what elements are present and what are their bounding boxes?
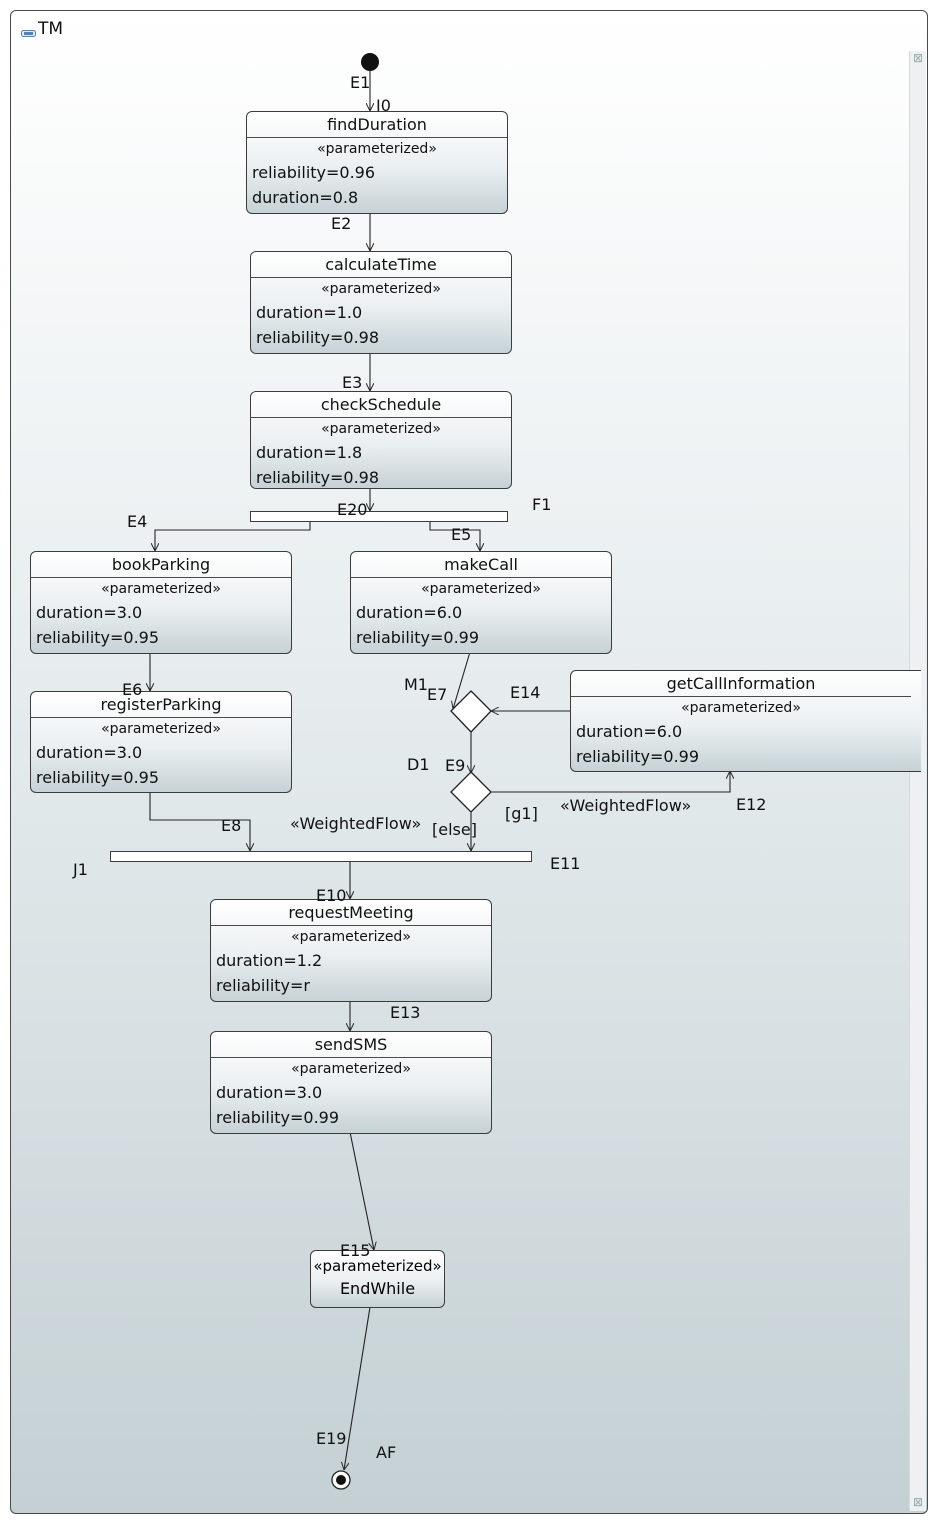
node-property: reliability=0.99 [356,628,480,647]
node-property: duration=3.0 [36,743,143,762]
scroll-up-icon[interactable]: ⊠ [912,51,924,65]
decision-diamond [450,771,492,813]
node-property: reliability=0.99 [576,747,700,766]
label-E13: E13 [390,1003,421,1022]
label-E9: E9 [445,756,466,775]
action-request-meeting[interactable]: requestMeeting «parameterized» duration=… [210,899,492,1002]
frame-header: TM [21,19,63,39]
action-end-while[interactable]: «parameterized» EndWhile [310,1250,445,1308]
edge-E15 [349,1131,374,1250]
join-bar[interactable] [110,851,532,862]
label-I0: I0 [376,96,391,115]
label-AF: AF [376,1443,397,1462]
node-title: findDuration [247,112,507,138]
node-property: duration=0.8 [252,188,359,207]
node-stereotype: «parameterized» [681,700,801,716]
node-stereotype: «parameterized» [101,581,221,597]
node-stereotype: «parameterized» [421,581,541,597]
label-E7: E7 [427,685,448,704]
edge-E8 [149,791,250,851]
node-title: calculateTime [251,252,511,278]
label-J1: J1 [73,860,88,879]
label-E3: E3 [342,373,363,392]
node-title: bookParking [31,552,291,578]
node-property: duration=1.0 [256,303,363,322]
node-stereotype: «parameterized» [101,721,221,737]
node-title: sendSMS [211,1032,491,1058]
label-E10: E10 [316,886,347,905]
label-E2: E2 [331,214,352,233]
final-node-inner [336,1475,346,1485]
node-property: reliability=0.99 [216,1108,340,1127]
label-E5: E5 [451,525,472,544]
node-property: reliability=0.98 [256,468,380,487]
action-check-schedule[interactable]: checkSchedule «parameterized» duration=1… [250,391,512,489]
label-D1: D1 [407,755,430,774]
edge-E7 [453,651,471,709]
label-E14: E14 [510,683,541,702]
action-book-parking[interactable]: bookParking «parameterized» duration=3.0… [30,551,292,654]
activity-diagram-icon [21,24,36,37]
node-title: makeCall [351,552,611,578]
node-property: duration=3.0 [216,1083,323,1102]
label-E6: E6 [122,680,143,699]
node-property: duration=6.0 [576,722,683,741]
edge-E19 [344,1306,371,1470]
label-E20: E20 [337,500,368,519]
node-property: reliability=0.95 [36,628,160,647]
action-register-parking[interactable]: registerParking «parameterized» duration… [30,691,292,793]
node-property: duration=6.0 [356,603,463,622]
merge-diamond [450,690,492,733]
node-title: getCallInformation [571,671,911,697]
node-stereotype: «parameterized» [291,929,411,945]
label-E12: E12 [736,795,767,814]
label-E4: E4 [127,512,148,531]
node-property: reliability=r [216,976,310,995]
label-M1: M1 [404,675,428,694]
action-make-call[interactable]: makeCall «parameterized» duration=6.0 re… [350,551,612,654]
node-property: duration=1.2 [216,951,323,970]
label-E15: E15 [340,1241,371,1260]
edge-E5 [429,521,480,551]
label-E19: E19 [316,1429,347,1448]
node-stereotype: «parameterized» [321,281,441,297]
label-weighted-flow-1: «WeightedFlow» [560,796,692,815]
label-guard-g1: [g1] [505,804,538,823]
frame-title: TM [38,19,64,39]
label-F1: F1 [532,495,552,514]
node-property: reliability=0.96 [252,163,376,182]
node-property: reliability=0.98 [256,328,380,347]
vertical-scrollbar[interactable]: ⊠ ⊠ [909,51,926,1511]
action-find-duration[interactable]: findDuration «parameterized» reliability… [246,111,508,214]
label-guard-else: [else] [432,820,477,839]
edge-E4 [155,521,311,551]
node-stereotype: «parameterized» [291,1061,411,1077]
node-title: requestMeeting [211,900,491,926]
fork-bar[interactable] [250,511,508,522]
label-E1: E1 [350,73,371,92]
label-weighted-flow-2: «WeightedFlow» [290,814,422,833]
edge-E12 [491,771,730,793]
node-title: checkSchedule [251,392,511,418]
node-title: registerParking [31,692,291,718]
node-title: EndWhile [339,1279,416,1298]
action-calculate-time[interactable]: calculateTime «parameterized» duration=1… [250,251,512,354]
action-get-call-information[interactable]: getCallInformation «parameterized» durat… [570,670,921,772]
scroll-down-icon[interactable]: ⊠ [912,1495,924,1509]
node-property: duration=1.8 [256,443,363,462]
label-E11: E11 [550,854,581,873]
action-send-sms[interactable]: sendSMS «parameterized» duration=3.0 rel… [210,1031,492,1134]
initial-node [361,53,379,71]
node-stereotype: «parameterized» [321,421,441,437]
node-stereotype: «parameterized» [313,1257,442,1275]
node-property: duration=3.0 [36,603,143,622]
node-property: reliability=0.95 [36,768,160,787]
label-E8: E8 [221,816,242,835]
node-stereotype: «parameterized» [317,141,437,157]
